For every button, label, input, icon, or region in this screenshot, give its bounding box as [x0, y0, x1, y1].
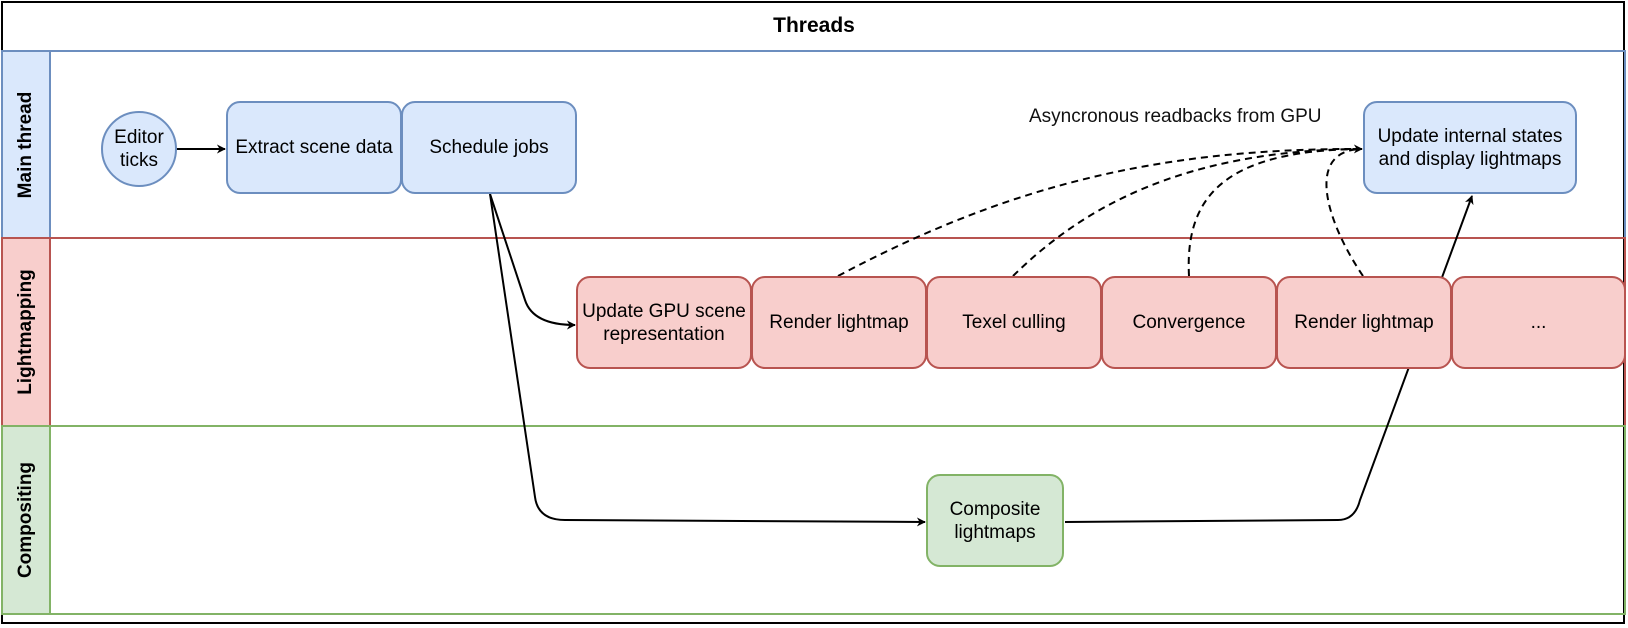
- lane-label-compositing: Compositing: [1, 425, 51, 615]
- lane-label-main-thread: Main thread: [1, 50, 51, 239]
- node-render-lightmap-1[interactable]: Render lightmap: [751, 276, 927, 369]
- node-update-internal-states[interactable]: Update internal states and display light…: [1363, 101, 1577, 194]
- lane-label-lightmapping: Lightmapping: [1, 237, 51, 427]
- lane-label-lightmapping-text: Lightmapping: [15, 269, 36, 395]
- lane-label-compositing-text: Compositing: [15, 461, 36, 579]
- node-extract-scene-data[interactable]: Extract scene data: [226, 101, 402, 194]
- node-render-lightmap-2[interactable]: Render lightmap: [1276, 276, 1452, 369]
- lane-compositing: Compositing: [1, 425, 1626, 615]
- lane-body-compositing: [51, 425, 1626, 615]
- node-schedule-jobs[interactable]: Schedule jobs: [401, 101, 577, 194]
- readback-annotation: Asyncronous readbacks from GPU: [1029, 106, 1322, 127]
- node-ellipsis[interactable]: ...: [1451, 276, 1626, 369]
- diagram-title: Threads: [773, 14, 855, 37]
- node-composite-lightmaps[interactable]: Composite lightmaps: [926, 474, 1064, 567]
- node-texel-culling[interactable]: Texel culling: [926, 276, 1102, 369]
- node-editor-ticks[interactable]: Editor ticks: [101, 111, 177, 187]
- node-update-gpu-scene[interactable]: Update GPU scene representation: [576, 276, 752, 369]
- lane-label-main-thread-text: Main thread: [15, 91, 36, 198]
- node-convergence[interactable]: Convergence: [1101, 276, 1277, 369]
